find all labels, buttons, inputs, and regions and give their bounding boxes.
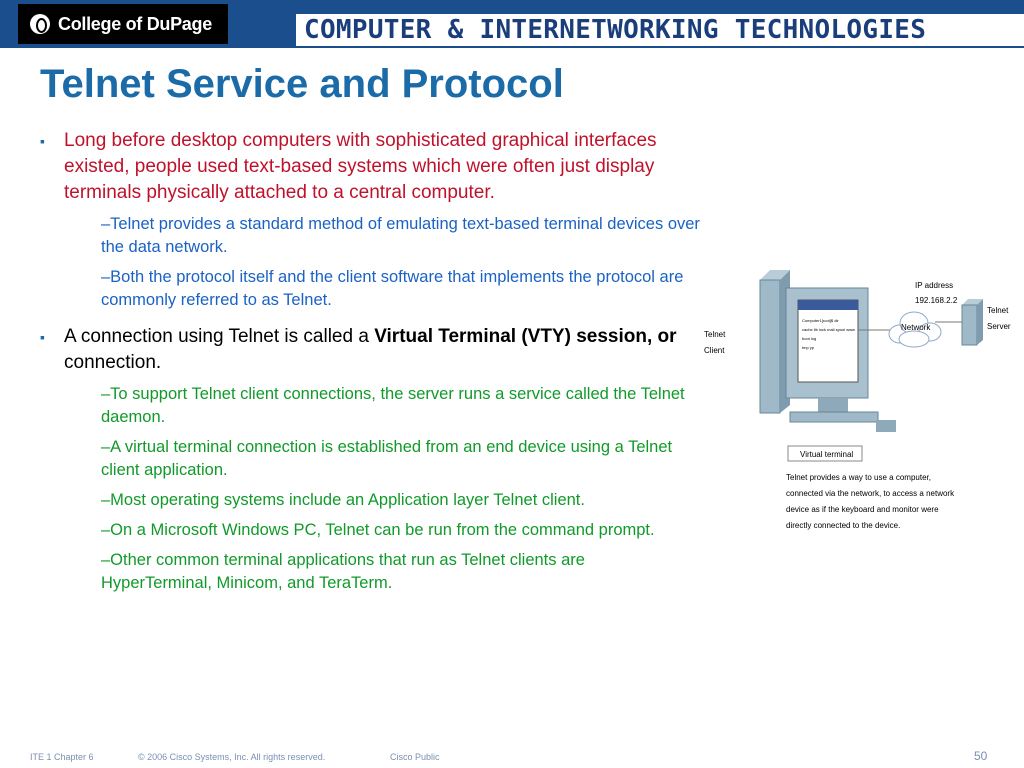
sub-bullet-1-2: –Both the protocol itself and the client… bbox=[101, 268, 684, 309]
network-label: Network bbox=[901, 323, 931, 332]
server-label-2: Server bbox=[987, 322, 1011, 331]
slide-title: Telnet Service and Protocol bbox=[40, 62, 564, 106]
sub-bullet-2-5: –Other common terminal applications that… bbox=[101, 551, 585, 592]
bullet-1: ▪ Long before desktop computers with sop… bbox=[40, 128, 700, 206]
banner-text: COMPUTER & INTERNETWORKING TECHNOLOGIES bbox=[304, 15, 927, 45]
diagram-caption: Telnet provides a way to use a computer,… bbox=[786, 473, 955, 530]
ip-label-1: IP address bbox=[915, 281, 953, 290]
sub-bullet-2-4: –On a Microsoft Windows PC, Telnet can b… bbox=[101, 521, 655, 539]
department-banner: COMPUTER & INTERNETWORKING TECHNOLOGIES bbox=[296, 14, 1024, 46]
bullet-2-bold: Virtual Terminal (VTY) session, or bbox=[374, 326, 677, 347]
footer-classification: Cisco Public bbox=[390, 752, 440, 762]
virtual-terminal-label: Virtual terminal bbox=[800, 450, 853, 459]
monitor-icon bbox=[785, 287, 896, 432]
server-icon bbox=[961, 299, 983, 346]
sub-bullet-2-3: –Most operating systems include an Appli… bbox=[101, 491, 585, 509]
bullet-square-icon: ▪ bbox=[40, 133, 45, 149]
client-label-2: Client bbox=[704, 346, 725, 355]
footer-copyright: © 2006 Cisco Systems, Inc. All rights re… bbox=[138, 752, 326, 762]
screen-line-4: tmp yp bbox=[802, 345, 815, 350]
header-bar: College of DuPage COMPUTER & INTERNETWOR… bbox=[0, 0, 1024, 48]
logo-text: College of DuPage bbox=[58, 13, 212, 34]
screen-line-1: Computer1[root]$ dir bbox=[802, 318, 839, 323]
server-label-1: Telnet bbox=[987, 306, 1009, 315]
bullet-2: ▪ A connection using Telnet is called a … bbox=[40, 324, 700, 376]
sub-bullet-1-1: –Telnet provides a standard method of em… bbox=[101, 215, 700, 256]
virtual-terminal-box bbox=[787, 445, 863, 462]
sub-bullet-2-1: –To support Telnet client connections, t… bbox=[101, 385, 685, 426]
screen-line-2: cache lib lock mail spool www bbox=[802, 327, 855, 332]
college-logo: College of DuPage bbox=[18, 4, 228, 44]
bullet-square-icon: ▪ bbox=[40, 329, 45, 345]
network-cloud-icon bbox=[888, 311, 942, 348]
screen-line-3: boot log bbox=[802, 336, 816, 341]
page-number: 50 bbox=[974, 749, 988, 763]
footer-chapter: ITE 1 Chapter 6 bbox=[30, 752, 94, 762]
ip-label-2: 192.168.2.2 bbox=[915, 296, 958, 305]
bullet-2-text-after: connection. bbox=[64, 352, 162, 373]
telnet-diagram: Computer1[root]$ dir cache lib lock mail… bbox=[704, 270, 1011, 462]
slide-body: ▪ Long before desktop computers with sop… bbox=[40, 128, 700, 595]
bullet-2-text-before: A connection using Telnet is called a bbox=[64, 326, 375, 347]
college-logo-icon bbox=[30, 14, 50, 34]
bullet-1-text: Long before desktop computers with sophi… bbox=[64, 130, 657, 203]
client-label-1: Telnet bbox=[704, 330, 726, 339]
sub-bullet-2-2: –A virtual terminal connection is establ… bbox=[101, 438, 673, 479]
